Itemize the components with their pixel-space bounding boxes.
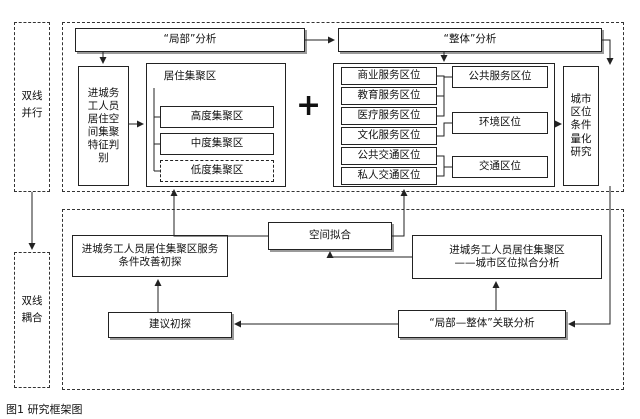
zone-medical: 医疗服务区位 xyxy=(341,107,437,125)
quantify-box: 城市区位条件量化研究 xyxy=(563,66,599,186)
service-improve-text: 进城务工人员居住集聚区服务条件改善初探 xyxy=(81,242,219,268)
mid-cluster-box: 中度集聚区 xyxy=(160,133,274,155)
high-cluster-box: 高度集聚区 xyxy=(160,106,274,128)
left-band-top xyxy=(14,22,50,192)
whole-analysis-box: “整体”分析 xyxy=(338,28,602,52)
parallel-label: 双线并行 xyxy=(21,90,43,119)
coupling-frame xyxy=(62,209,624,390)
suggestion-box: 建议初探 xyxy=(108,312,232,338)
zone-environment: 环境区位 xyxy=(452,112,548,134)
low-cluster-box: 低度集聚区 xyxy=(160,160,274,182)
service-improve-box: 进城务工人员居住集聚区服务条件改善初探 xyxy=(72,235,228,277)
coupling-label: 双线耦合 xyxy=(21,295,43,324)
city-fit-line1: 进城务工人员居住集聚区 xyxy=(449,243,565,256)
zone-public-service: 公共服务区位 xyxy=(452,66,548,88)
zone-transport: 交通区位 xyxy=(452,156,548,178)
zone-culture: 文化服务区位 xyxy=(341,127,437,145)
figure-caption: 图1 研究框架图 xyxy=(6,403,83,416)
zone-public-transit: 公共交通区位 xyxy=(341,147,437,165)
spatial-fit-box: 空间拟合 xyxy=(268,222,392,250)
city-fit-line2: ——城市区位拟合分析 xyxy=(454,257,560,269)
left-band-bottom xyxy=(14,252,50,388)
relation-analysis-box: “局部—整体”关联分析 xyxy=(398,310,566,338)
zone-private-transit: 私人交通区位 xyxy=(341,167,437,185)
zone-education: 教育服务区位 xyxy=(341,87,437,105)
residential-cluster-box: 居住集聚区 xyxy=(148,66,232,88)
cluster-identification-box: 进城务工人员居住空间集聚特征判别 xyxy=(78,66,129,186)
parallel-frame xyxy=(62,22,624,192)
local-analysis-box: “局部”分析 xyxy=(75,28,305,52)
plus-sign: + xyxy=(296,88,322,123)
city-fit-box: 进城务工人员居住集聚区 ——城市区位拟合分析 xyxy=(412,235,602,279)
zone-commerce: 商业服务区位 xyxy=(341,67,437,85)
